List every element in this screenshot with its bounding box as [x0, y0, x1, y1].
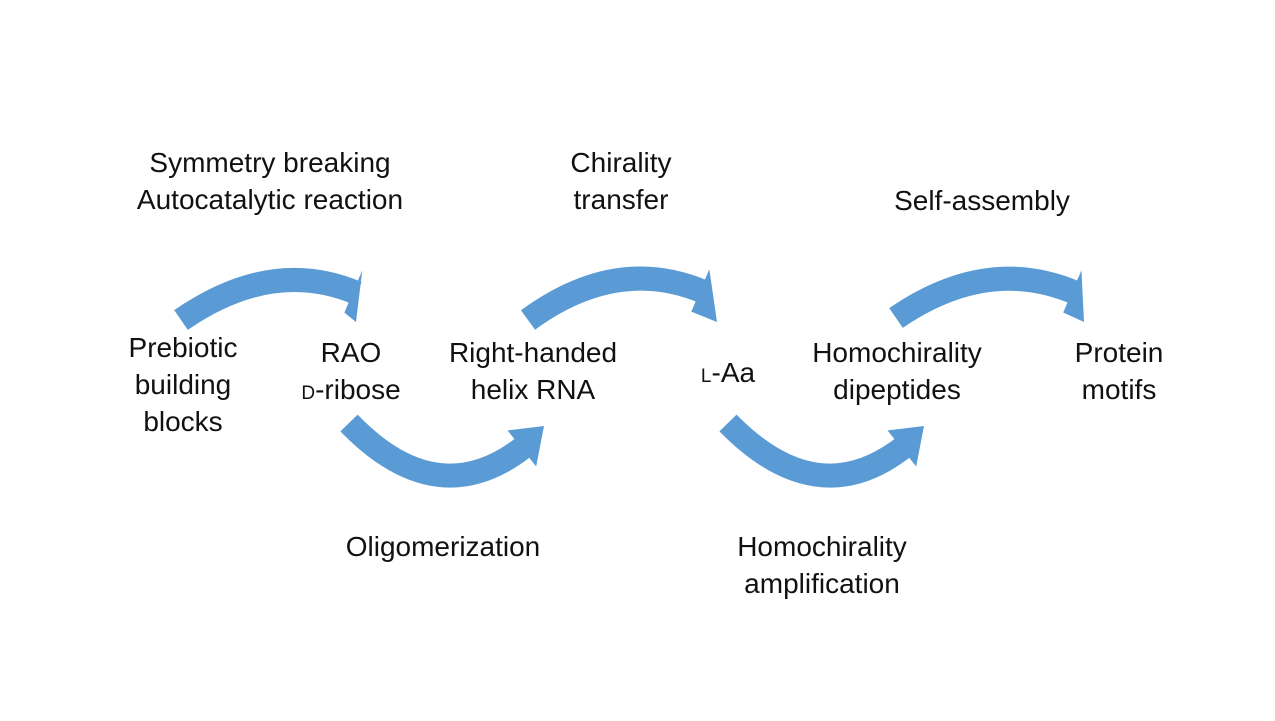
process-label-self-assembly: Self-assembly [894, 185, 1070, 216]
arrow-homochirality-amplification-shaft [719, 414, 913, 488]
node-right-handed-helix-rna: Right-handed helix RNA [448, 337, 618, 405]
arrow-symmetry-breaking-head [344, 270, 363, 322]
arrow-homochirality-amplification-head [887, 426, 924, 467]
arrow-self-assembly-shaft [889, 266, 1081, 328]
node-prebiotic-building-blocks: Prebiotic building blocks [128, 332, 238, 437]
node-l-aa: L-Aa [700, 357, 756, 388]
arrow-self-assembly-head [1063, 270, 1084, 322]
node-rao-d-ribose: RAO D-ribose [301, 337, 401, 405]
arrow-chirality-transfer-head [691, 269, 717, 322]
process-label-symmetry-breaking: Symmetry breaking Autocatalytic reaction [136, 147, 404, 215]
process-label-homochirality-amplification: Homochirality amplification [737, 531, 907, 599]
l-prefix: L [700, 366, 712, 387]
arrow-oligomerization-head [507, 426, 544, 467]
arrow-oligomerization-shaft [340, 414, 533, 488]
process-label-oligomerization: Oligomerization [345, 531, 541, 562]
node-protein-motifs: Protein motifs [1074, 337, 1164, 405]
node-homochirality-dipeptides: Homochirality dipeptides [812, 337, 982, 405]
d-prefix: D [301, 383, 316, 404]
arrow-symmetry-breaking-shaft [174, 267, 362, 330]
process-label-chirality-transfer: Chirality transfer [570, 147, 672, 215]
arrow-chirality-transfer-shaft [520, 266, 709, 330]
